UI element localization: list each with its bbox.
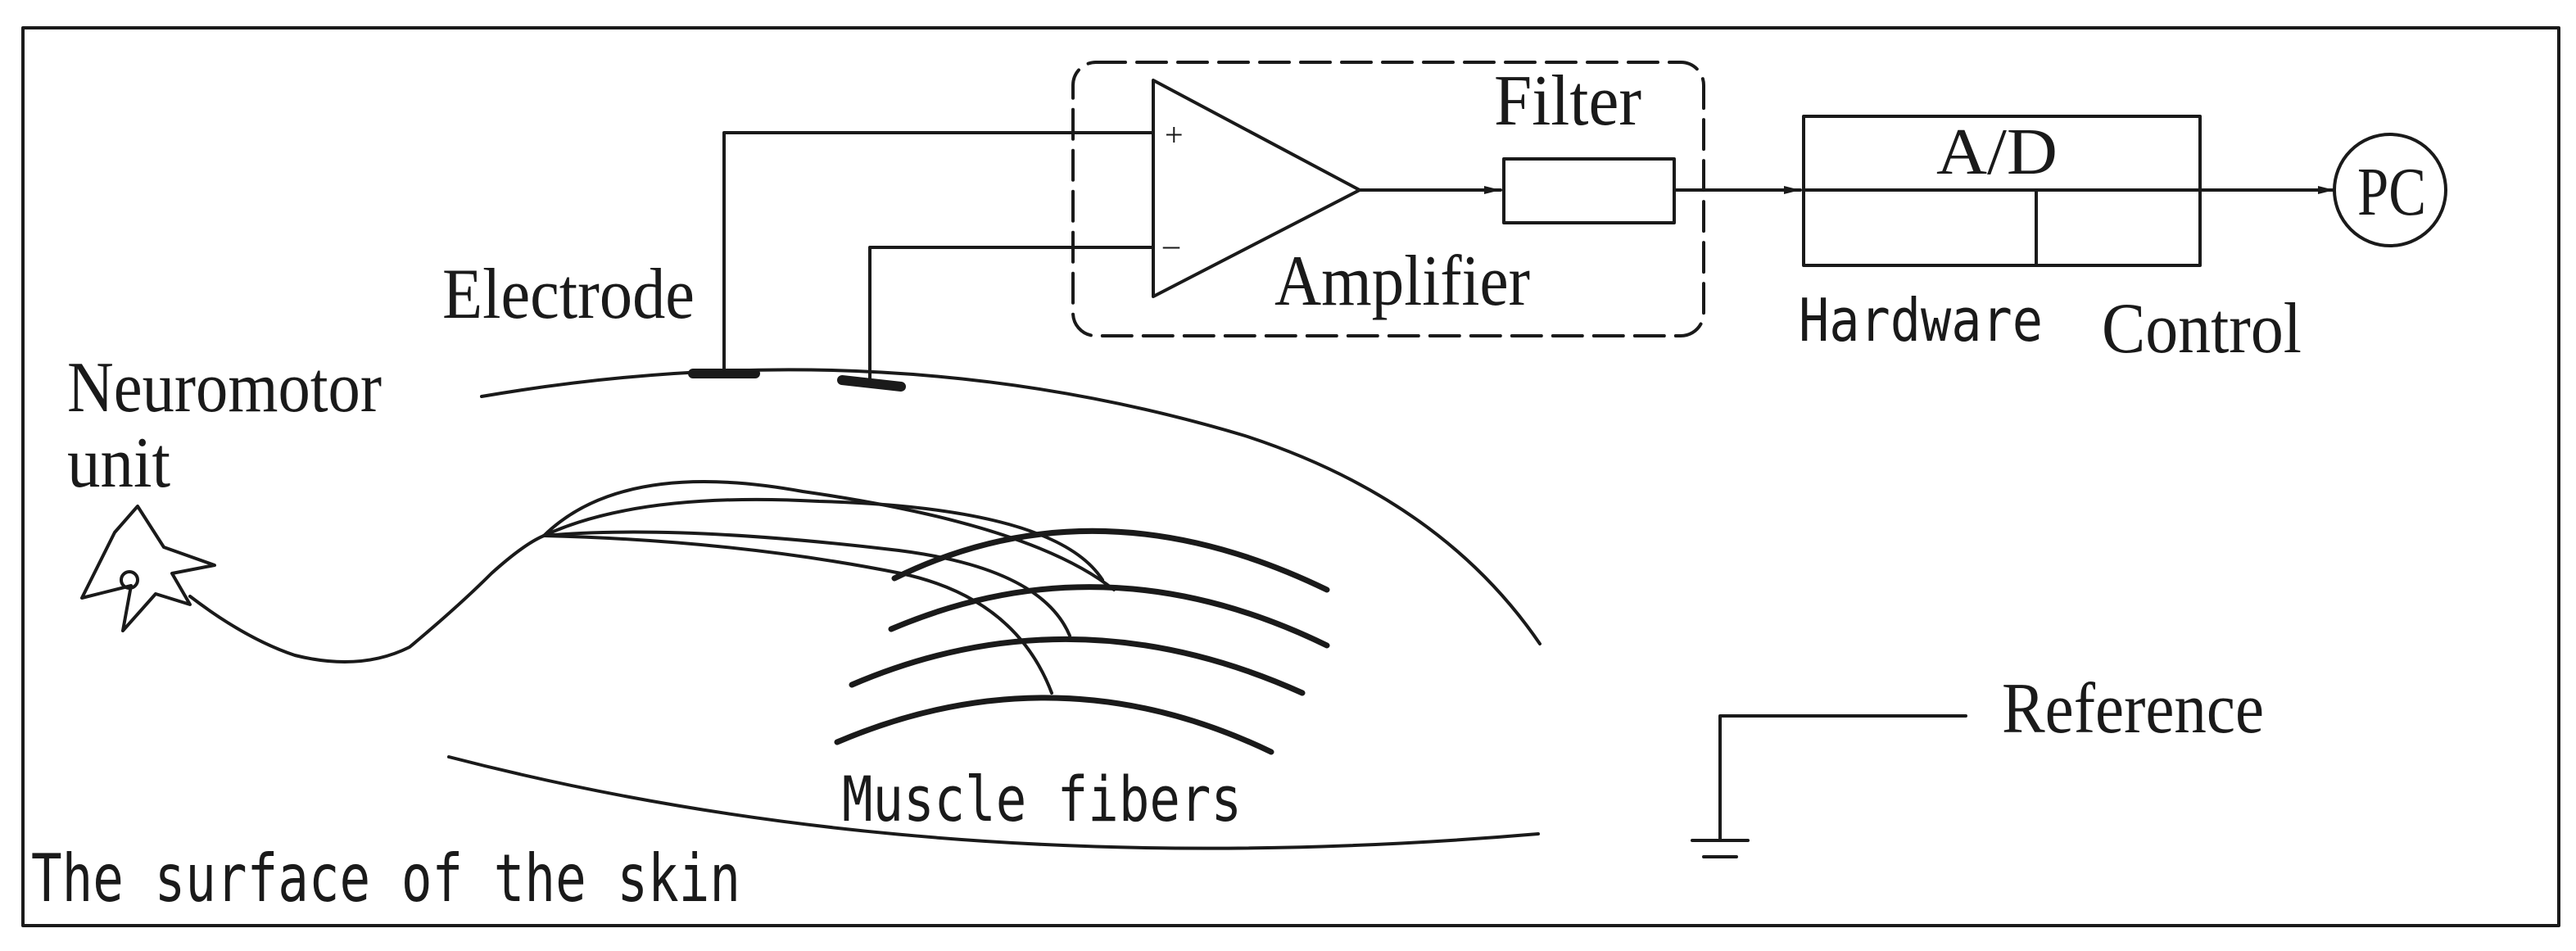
neuromotor-label-line1: Neuromotor [67,348,382,428]
pc-label: PC [2357,154,2426,230]
control-label: Control [2102,289,2302,369]
muscle-fiber-3 [849,636,1306,696]
skin-surface-label: The surface of the skin [31,840,740,917]
outer-frame [21,26,2560,927]
filter-label: Filter [1494,61,1641,141]
filter-box [1502,157,1676,224]
nerve-branch-3 [542,530,1071,637]
amplifier-symbol [1152,79,1361,298]
neuromotor-cell-body [80,505,216,632]
amplifier-label: Amplifier [1274,242,1530,321]
nerve-branch-2 [542,497,1104,582]
reference-wire [1718,714,1967,842]
electrode-pad-2 [837,375,906,392]
neuromotor-label-line2: unit [67,423,170,503]
amplifier-plus-sign: + [1165,116,1184,153]
reference-label: Reference [2002,669,2264,749]
lower-tissue-curve [447,755,1540,850]
amplifier-filter-enclosure [1071,61,1705,337]
hardware-label: Hardware [1799,286,2043,355]
muscle-fiber-1 [891,528,1330,593]
amplifier-minus-sign: – [1162,226,1180,263]
muscle-fibers-label: Muscle fibers [842,763,1242,836]
muscle-fiber-4 [834,695,1274,755]
electrode-wire-minus [868,246,1155,380]
neuron-axon [188,534,546,663]
pc-circle [2333,133,2447,247]
electrode-wire-plus [722,131,1155,375]
nerve-branch-4 [542,534,1053,695]
neuromotor-nucleus [120,570,139,590]
electrode-label: Electrode [442,255,695,334]
nerve-branch-1 [542,480,1116,591]
ad-label: A/D [1936,116,2058,188]
muscle-fiber-2 [888,584,1330,649]
